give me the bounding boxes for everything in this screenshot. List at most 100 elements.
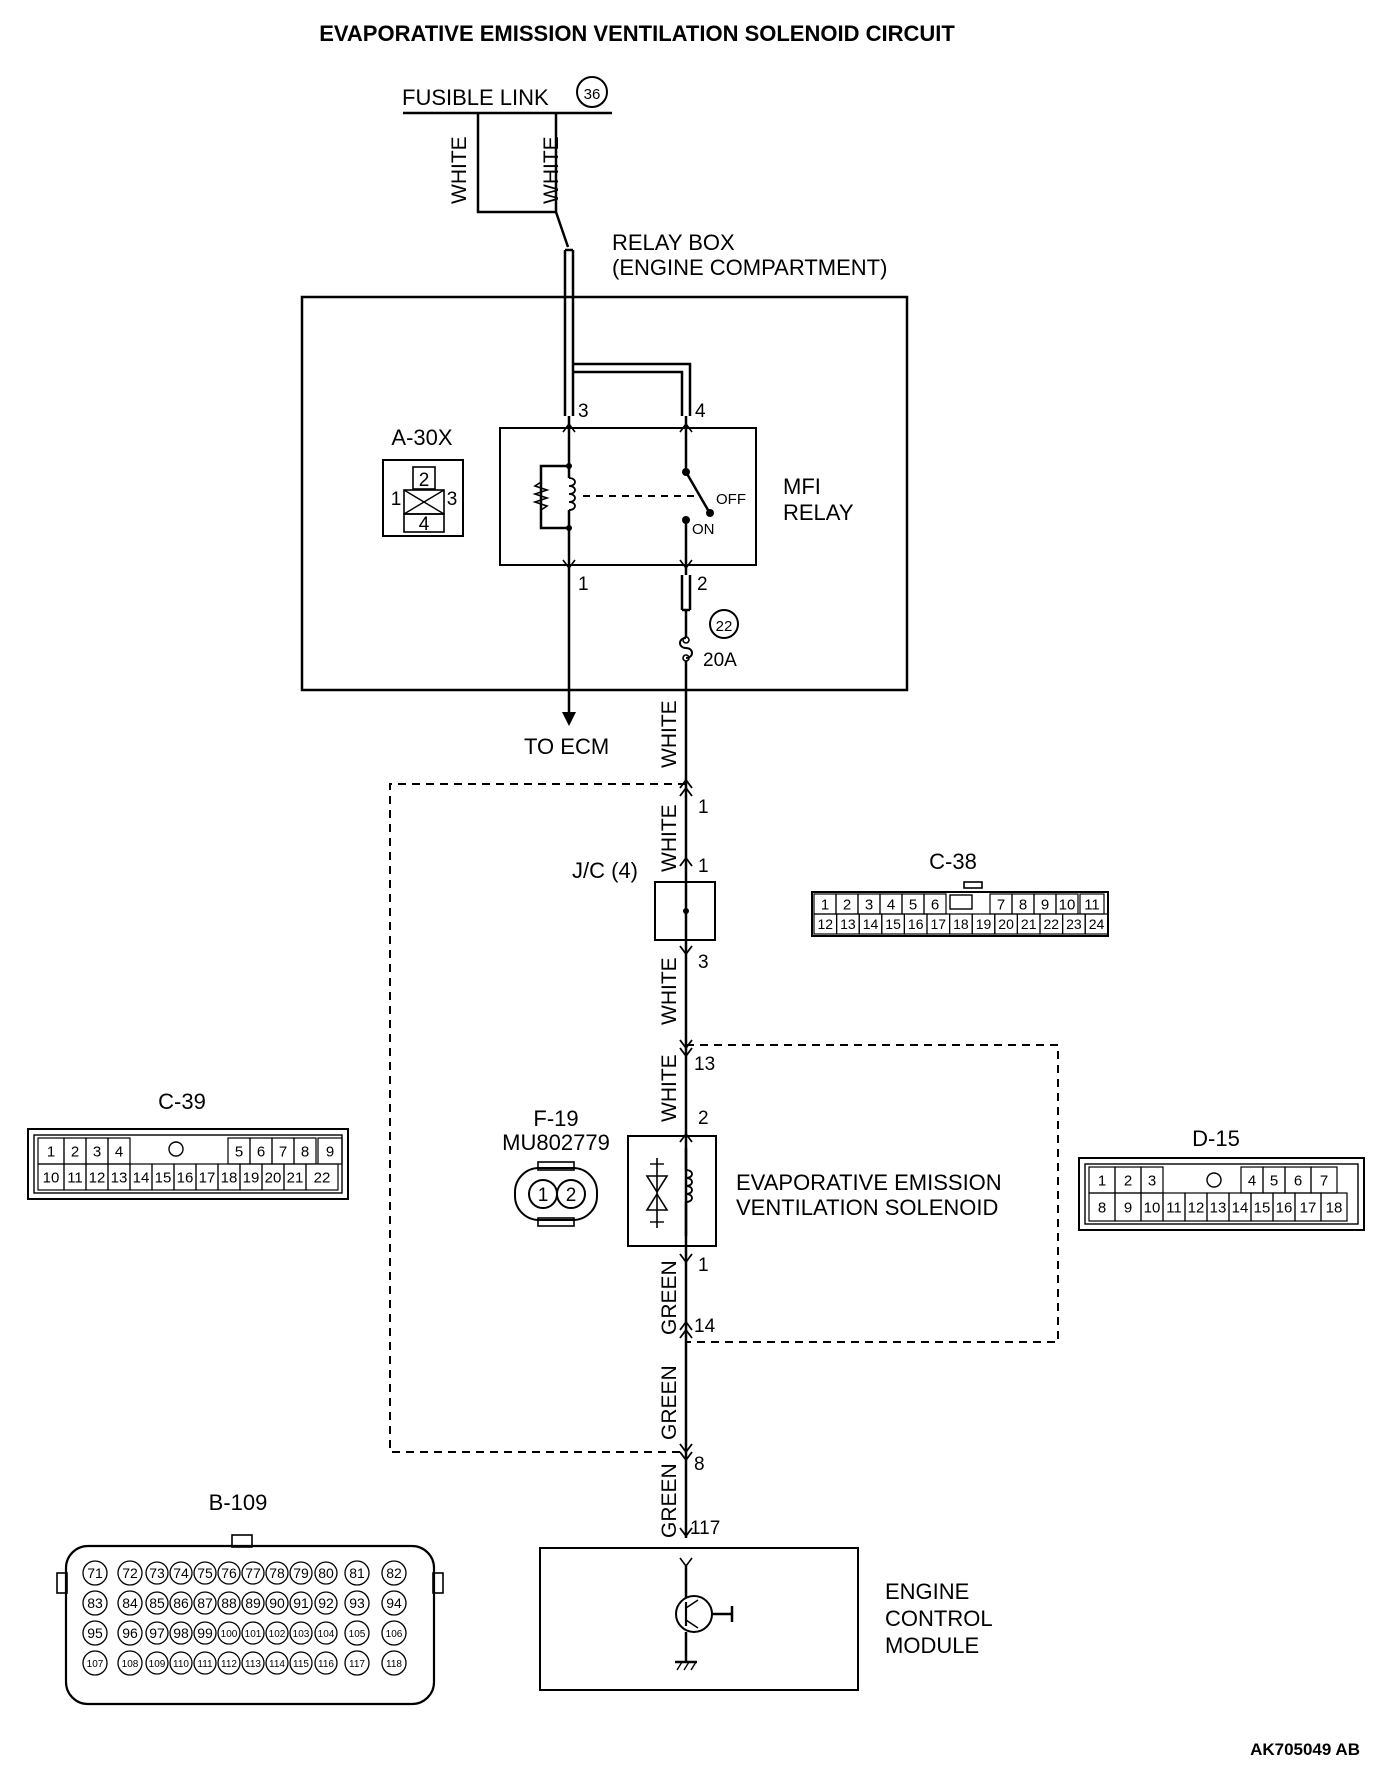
b109-pin-93-cell	[344, 1590, 370, 1616]
d15-pin-1-label: 1	[1098, 1172, 1106, 1189]
relay-off-label: OFF	[716, 491, 746, 508]
b109-pin-95-cell	[82, 1620, 108, 1646]
b109-pin-89-label: 89	[245, 1595, 261, 1611]
c38-pin-16-label: 16	[908, 916, 924, 932]
b109-pin-100-cell	[217, 1621, 241, 1645]
b109-pin-112-label: 112	[221, 1659, 237, 1670]
f19-part-number: MU802779	[502, 1130, 610, 1155]
b109-pin-113-cell	[241, 1651, 265, 1675]
c38-pin-3-label: 3	[865, 896, 873, 913]
b109-pin-116-cell	[314, 1651, 338, 1675]
fuse-number: 22	[716, 618, 733, 635]
b109-pin-96-label: 96	[122, 1625, 138, 1641]
b109-pin-71-cell	[82, 1560, 108, 1586]
b109-pin-109-label: 109	[149, 1659, 166, 1670]
b109-pin-85-label: 85	[149, 1595, 165, 1611]
f19-pin-1: 1	[538, 1185, 549, 1206]
c38-pin-1-label: 1	[821, 896, 829, 913]
f19-label: F-19	[533, 1106, 578, 1131]
c39-harness-boundary	[389, 783, 686, 1453]
b109-pin-104-cell	[314, 1621, 338, 1645]
relay-feed-harness	[563, 248, 692, 416]
c39-pin-12-label: 12	[89, 1169, 106, 1186]
relay-name-2: RELAY	[783, 500, 854, 525]
b109-pin-106-cell	[381, 1620, 407, 1646]
b109-pin-86-cell	[169, 1591, 193, 1615]
relay-pin-1: 1	[578, 574, 589, 595]
c39-pin-3-label: 3	[93, 1143, 101, 1160]
b109-pin-101-label: 101	[245, 1629, 262, 1640]
f19-pin-2: 2	[566, 1185, 577, 1206]
c38-pin-7-label: 7	[997, 896, 1005, 913]
c38-pin-2-label: 2	[843, 896, 851, 913]
b109-pin-80-cell	[314, 1561, 338, 1585]
b109-pin-115-label: 115	[293, 1659, 309, 1670]
b109-pin-98-label: 98	[173, 1625, 189, 1641]
to-ecm-wire: TO ECM	[524, 575, 609, 759]
d15-pin-13-label: 13	[1210, 1199, 1227, 1216]
a30x-pin-2: 2	[419, 470, 430, 491]
ventilation-solenoid: EVAPORATIVE EMISSION VENTILATION SOLENOI…	[627, 1135, 1002, 1247]
fusible-link-number: 36	[584, 86, 601, 103]
b109-pin-72-cell	[117, 1560, 143, 1586]
pin-solenoid-2: 2	[698, 1108, 709, 1129]
figure-code: AK705049 AB	[1250, 1740, 1360, 1759]
a30x-pin-3: 3	[447, 489, 458, 510]
b109-pin-109-cell	[145, 1651, 169, 1675]
b109-pin-110-cell	[169, 1651, 193, 1675]
c38-pin-12-label: 12	[818, 916, 834, 932]
b109-pin-108-label: 108	[122, 1659, 139, 1670]
junction-connector: J/C (4)	[572, 858, 716, 941]
c39-pin-20-label: 20	[265, 1169, 282, 1186]
c39-pin-14-label: 14	[133, 1169, 150, 1186]
relay-on-label: ON	[692, 521, 715, 538]
c39-pin-8-label: 8	[301, 1143, 309, 1160]
b109-pin-111-label: 111	[197, 1659, 213, 1670]
c38-pin-21-label: 21	[1021, 916, 1037, 932]
b109-pin-108-cell	[117, 1650, 143, 1676]
a30x-label: A-30X	[391, 425, 452, 450]
relay-pin-2: 2	[697, 574, 708, 595]
b109-pin-84-cell	[117, 1590, 143, 1616]
b109-pin-73-label: 73	[149, 1565, 165, 1581]
c38-pin-8-label: 8	[1019, 896, 1027, 913]
c39-pin-21-label: 21	[287, 1169, 304, 1186]
wire-label-white-2: WHITE	[540, 136, 563, 204]
b109-pin-105-label: 105	[349, 1629, 366, 1640]
d15-pin-12-label: 12	[1188, 1199, 1205, 1216]
b109-pin-71-label: 71	[87, 1565, 103, 1581]
wire-label-green-3: GREEN	[658, 1463, 681, 1538]
d15-pin-15-label: 15	[1254, 1199, 1271, 1216]
b109-pin-93-label: 93	[349, 1595, 365, 1611]
b109-pin-88-label: 88	[221, 1595, 237, 1611]
b109-pin-102-label: 102	[269, 1629, 286, 1640]
b109-pin-92-label: 92	[318, 1595, 334, 1611]
b109-pin-98-cell	[169, 1621, 193, 1645]
b109-pin-99-cell	[193, 1621, 217, 1645]
d15-pin-5-label: 5	[1270, 1172, 1278, 1189]
b109-pin-83-label: 83	[87, 1595, 103, 1611]
b109-pin-117-cell	[344, 1650, 370, 1676]
d15-pin-9-label: 9	[1124, 1199, 1132, 1216]
c38-pin-14-label: 14	[863, 916, 879, 932]
b109-pin-102-cell	[265, 1621, 289, 1645]
ecm-label-3: MODULE	[885, 1633, 979, 1658]
c39-pin-18-label: 18	[221, 1169, 238, 1186]
c38-pin-15-label: 15	[885, 916, 901, 932]
b109-pin-97-label: 97	[149, 1625, 165, 1641]
d15-label: D-15	[1192, 1126, 1240, 1151]
c38-pin-18-label: 18	[953, 916, 969, 932]
fuse-22: 22 20A	[679, 575, 739, 671]
d15-pin-8-label: 8	[1098, 1199, 1106, 1216]
b109-pin-115-cell	[289, 1651, 313, 1675]
d15-pin-14-label: 14	[1232, 1199, 1249, 1216]
b109-pin-118-cell	[381, 1650, 407, 1676]
c39-pin-17-label: 17	[199, 1169, 216, 1186]
c38-pin-22-label: 22	[1044, 916, 1060, 932]
d15-pin-18-label: 18	[1326, 1199, 1343, 1216]
b109-pin-104-label: 104	[318, 1629, 335, 1640]
c39-pin-19-label: 19	[243, 1169, 260, 1186]
pin-d15-13: 13	[694, 1054, 715, 1075]
